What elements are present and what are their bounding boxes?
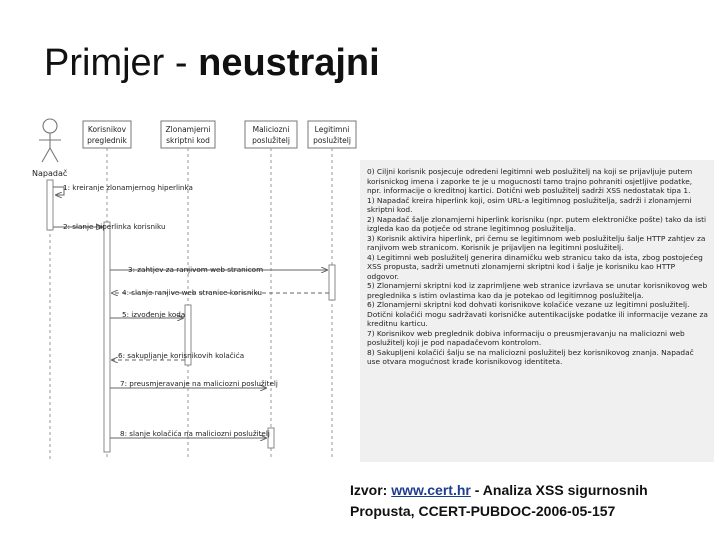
participant-legit-server: Legitimni poslužitelj bbox=[307, 120, 357, 149]
note-step-7: 7) Korisnikov web preglednik dobiva info… bbox=[367, 328, 685, 348]
title-emphasis: neustrajni bbox=[198, 42, 380, 84]
note-step-0: 0) Ciljni korisnik posjecuje odredeni le… bbox=[367, 167, 693, 195]
note-step-1: 1) Napadač kreira hiperlink koji, osim U… bbox=[367, 195, 692, 215]
msg-6-label: 6: sakupljanje korisnikovih kolačića bbox=[118, 351, 244, 360]
participant-browser-line2: preglednik bbox=[87, 136, 127, 145]
lifelines bbox=[49, 148, 333, 460]
participant-script-line1: Zlonamjerni bbox=[166, 125, 211, 134]
source-link[interactable]: www.cert.hr bbox=[391, 482, 471, 498]
participant-legit-line2: poslužitelj bbox=[313, 136, 351, 145]
msg-1-label: 1: kreiranje zlonamjernog hiperlinka bbox=[63, 183, 193, 192]
note-step-4: 4) Legitimni web poslužitelj generira di… bbox=[367, 252, 703, 281]
participant-script-line2: skriptni kod bbox=[166, 136, 210, 145]
msg-5-label: 5: izvođenje koda bbox=[122, 310, 185, 319]
message-labels: 1: kreiranje zlonamjernog hiperlinka 2: … bbox=[63, 183, 278, 438]
note-step-5: 5) Zlonamjerni skriptni kod iz zaprimlje… bbox=[367, 281, 708, 300]
note-step-6: 6) Zlonamjerni skriptni kod dohvati kori… bbox=[367, 300, 708, 328]
message-arrows bbox=[53, 186, 329, 438]
participant-malicious-line1: Maliciozni bbox=[253, 125, 290, 134]
participant-browser-line1: Korisnikov bbox=[88, 125, 127, 134]
participant-script: Zlonamjerni skriptni kod bbox=[160, 120, 216, 149]
participant-malicious-server: Maliciozni poslužitelj bbox=[244, 120, 298, 149]
slide-title: Primjer - neustrajni bbox=[44, 42, 380, 85]
note-step-3: 3) Korisnik aktivira hiperlink, pri čemu… bbox=[367, 233, 706, 253]
msg-2-label: 2: slanje hiperlinka korisniku bbox=[63, 222, 166, 231]
msg-3-label: 3: zahtjev za ranjivom web stranicom bbox=[128, 265, 263, 274]
participant-legit-line1: Legitimni bbox=[315, 125, 350, 134]
msg-1-arrow bbox=[53, 186, 65, 195]
note-step-2: 2) Napadač šalje zlonamjerni hiperlink k… bbox=[367, 214, 707, 234]
msg-4-label: 4: slanje ranjive web stranice korisniku bbox=[122, 288, 262, 297]
actor-label: Napadač bbox=[32, 168, 67, 178]
source-prefix: Izvor: bbox=[350, 482, 392, 498]
msg-8-label: 8: slanje kolačića na maliciozni posluži… bbox=[120, 429, 270, 438]
source-citation: Izvor: www.cert.hr - Analiza XSS sigurno… bbox=[350, 480, 714, 522]
msg-7-label: 7: preusmjeravanje na maliciozni posluži… bbox=[120, 379, 278, 388]
participant-malicious-line2: poslužitelj bbox=[252, 136, 290, 145]
source-suffix: - Analiza XSS sigurnosnih Propusta, CCER… bbox=[350, 482, 648, 519]
note-step-8: 8) Sakupljeni kolačići šalju se na malic… bbox=[367, 347, 694, 367]
activation-bars bbox=[46, 179, 336, 453]
attacker-actor-icon bbox=[39, 118, 61, 163]
title-prefix: Primjer - bbox=[44, 42, 199, 84]
participant-browser: Korisnikov preglednik bbox=[82, 120, 132, 149]
explanation-panel: 0) Ciljni korisnik posjecuje odredeni le… bbox=[360, 160, 714, 462]
